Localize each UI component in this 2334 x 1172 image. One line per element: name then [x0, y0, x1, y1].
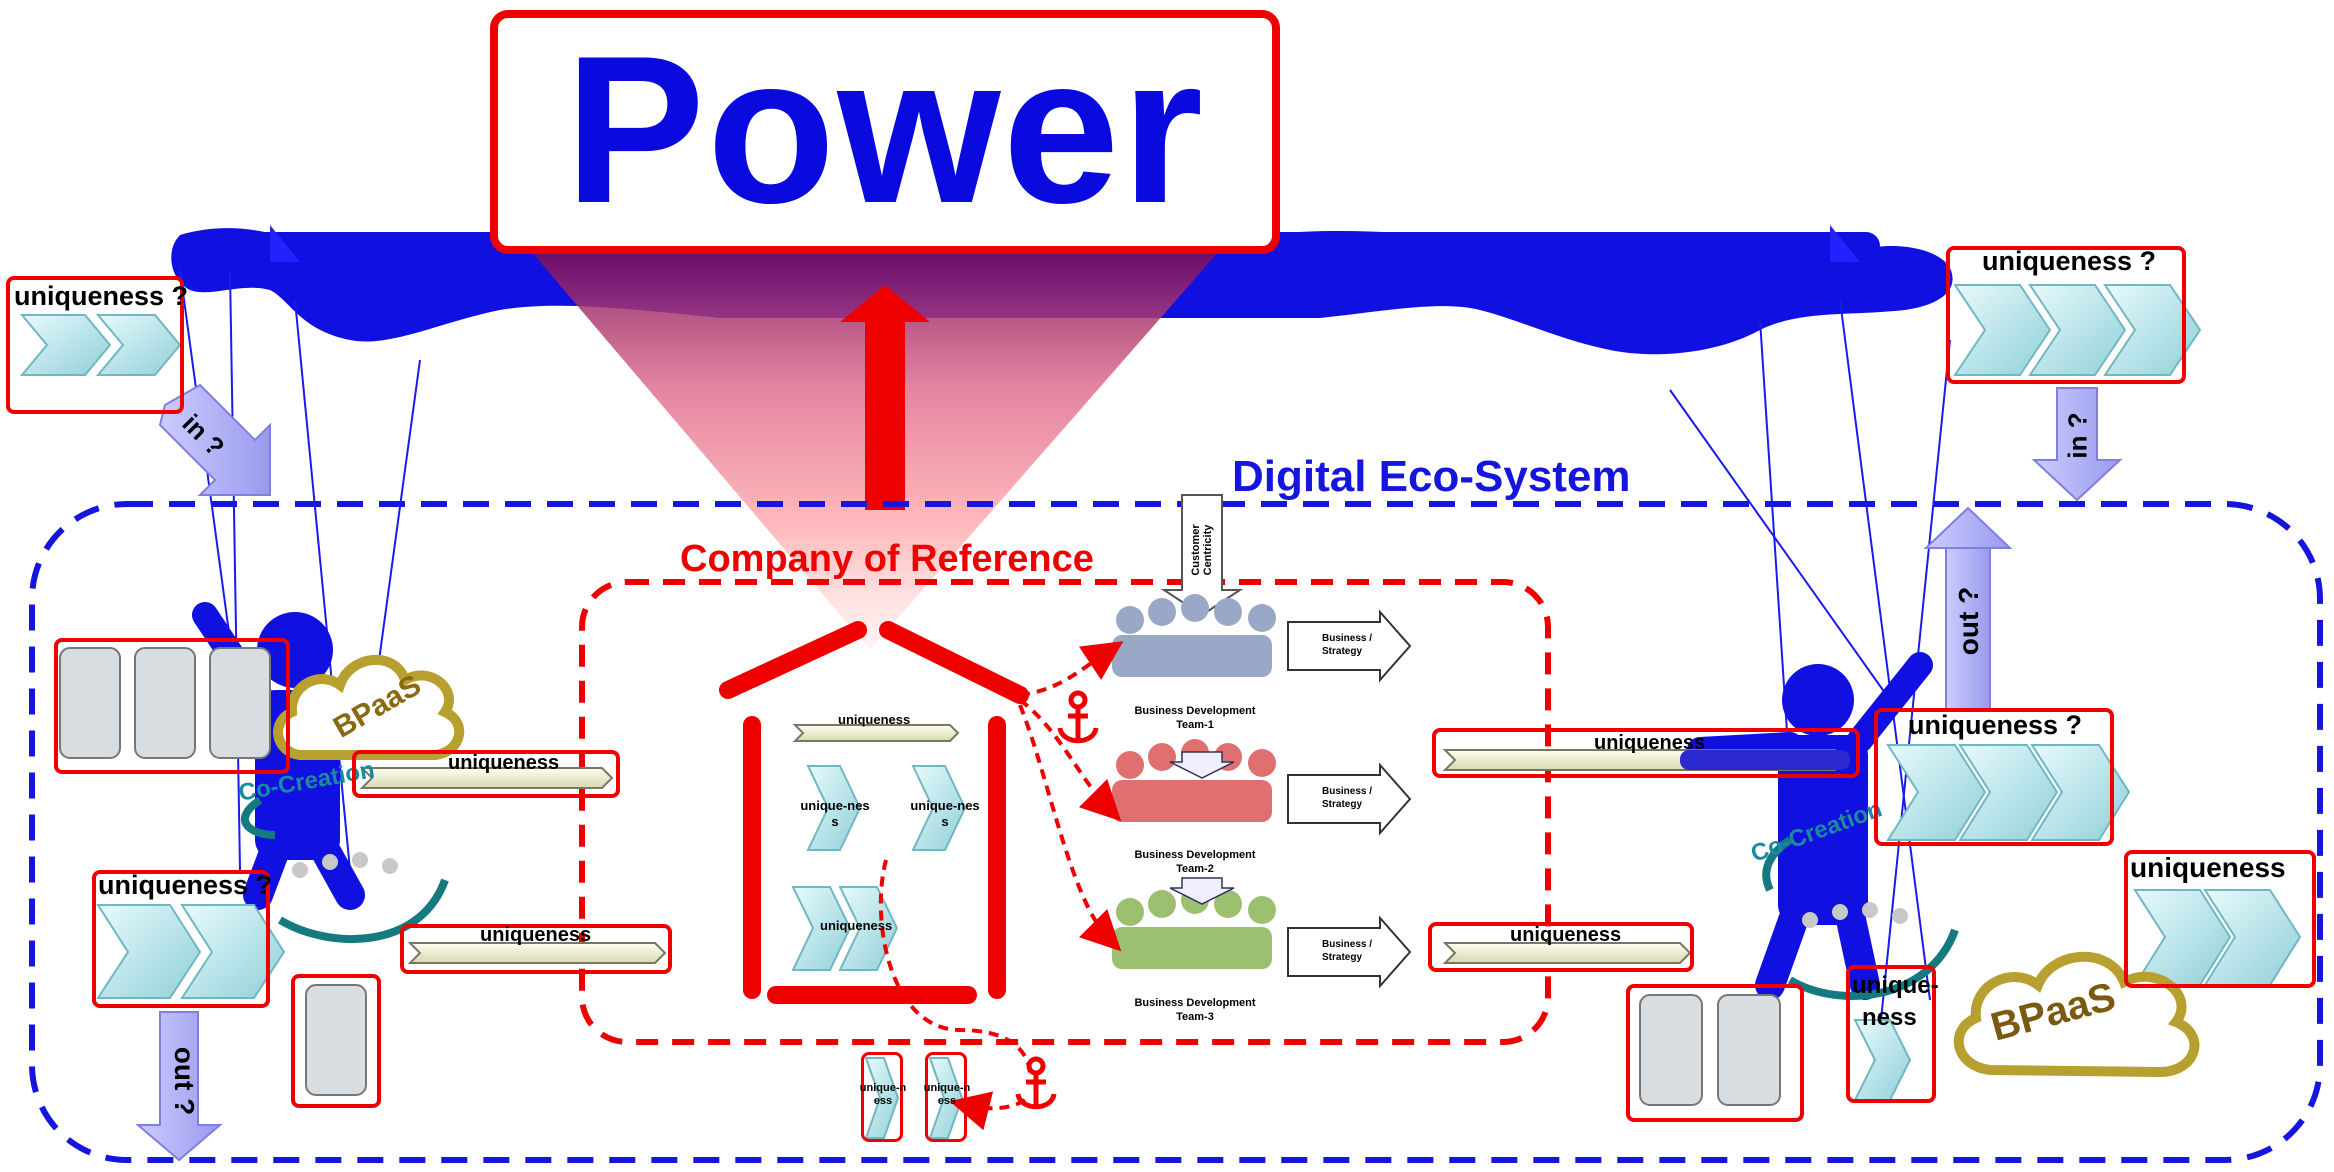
robot-box-bottom-left: [291, 974, 381, 1108]
business-strategy-arrows: [1287, 609, 1412, 989]
uniqueness-bar-box-left-2: [400, 924, 672, 974]
co-creation-curves: [241, 796, 1959, 1000]
in-arrow-left: [158, 383, 271, 496]
ecosystem-boundary: [29, 501, 2323, 1163]
uniqueness-bar-label-left-1: uniqueness: [448, 752, 560, 774]
uniqueness-box-mid-left: [92, 870, 270, 1008]
uniqueness-bar-box-left-1: [352, 750, 620, 798]
unique-ness-box-bottom-1: [861, 1052, 903, 1142]
chevrons-house: [791, 765, 967, 971]
team-3-label: Business Development Team-3: [1134, 997, 1256, 1023]
house-unique-ness-1: unique-ness: [800, 798, 870, 829]
house-unique-ness-2: unique-ness: [910, 798, 980, 829]
uniqueness-box-mid-right: [1874, 708, 2114, 846]
unique-ness-bottom-2: unique-ness: [923, 1082, 971, 1107]
bpaas-cloud-left: [273, 654, 465, 760]
company-boundary: [579, 579, 1551, 1045]
team-1-label: Business Development Team-1: [1134, 705, 1256, 731]
house-uniqueness-3: uniqueness: [820, 918, 893, 933]
business-strategy-label-2: Business / Strategy: [1322, 786, 1373, 810]
house-icon: [719, 621, 1029, 1004]
uniqueness-q-top-left: uniqueness ?: [14, 281, 189, 311]
uniqueness-far-right: uniqueness: [2130, 852, 2286, 883]
power-title: Power: [564, 12, 1206, 247]
chevrons-top-right: [1953, 284, 2202, 376]
robot-icons-left: [59, 647, 367, 1096]
uniqueness-bar-box-right-2: [1428, 922, 1694, 972]
in-arrow-right: [2031, 387, 2123, 502]
uniqueness-box-top-right: [1946, 246, 2186, 384]
puppet-figure-right: [1687, 652, 1933, 1000]
ness-label-bottom-right: ness: [1862, 1004, 1917, 1031]
chevrons-far-right: [2133, 889, 2302, 986]
out-label-right: out ?: [1953, 586, 1985, 656]
uniqueness-q-mid-right: uniqueness ?: [1908, 710, 2083, 740]
uniqueness-box-far-right: [2124, 850, 2316, 988]
uniqueness-bar-label-house: uniqueness: [838, 712, 911, 727]
chevrons-mid-right: [1886, 744, 2131, 841]
power-up-arrow: [840, 285, 930, 510]
business-strategy-label-1: Business / Strategy: [1322, 633, 1373, 657]
business-strategy-label-3: Business / Strategy: [1322, 939, 1373, 963]
uniqueness-q-mid-left: uniqueness ?: [98, 870, 273, 900]
ecosystem-label: Digital Eco-System: [1232, 452, 1631, 501]
company-label: Company of Reference: [680, 538, 1094, 580]
out-label-left: out ?: [169, 1046, 201, 1116]
team-link-arrows: [1169, 751, 1235, 905]
team-1-people: [1112, 594, 1276, 677]
team-2-people: [1112, 739, 1276, 822]
robots-box-right: [1626, 984, 1804, 1122]
unique-label-bottom-right: unique-: [1852, 972, 1939, 999]
power-box: [490, 10, 1280, 254]
anchor-icon-lower: [1015, 1056, 1057, 1110]
uniqueness-bar-label-right-1: uniqueness: [1594, 732, 1706, 754]
anchor-icon-upper: [1057, 690, 1099, 744]
chevrons-mid-left: [96, 904, 286, 999]
customer-centricity-label: Customer Centricity: [1190, 524, 1214, 576]
unique-ness-box-bottom-right: [1846, 965, 1936, 1103]
unique-ness-bottom-1: unique-ness: [859, 1082, 907, 1107]
uniqueness-bar-label-left-2: uniqueness: [480, 924, 592, 946]
out-arrow-right: [1923, 506, 2013, 711]
uniqueness-q-top-right: uniqueness ?: [1982, 246, 2157, 276]
team-2-label: Business Development Team-2: [1134, 849, 1256, 875]
out-arrow-left: [135, 1011, 223, 1162]
robot-icons-right: [1639, 994, 1781, 1106]
uniqueness-box-top-left: [6, 276, 184, 414]
right-puppet-arm-overlay: [1680, 750, 1850, 770]
uniqueness-bar-box-right-1: [1432, 728, 1860, 778]
robots-box-left: [54, 638, 290, 774]
co-creation-people: [292, 852, 1908, 928]
dashed-arrows: [878, 641, 1124, 1131]
chevrons-top-left: [19, 314, 182, 376]
unique-ness-box-bottom-2: [925, 1052, 967, 1142]
uniqueness-bar-label-right-2: uniqueness: [1510, 924, 1622, 946]
in-label-right: in ?: [2062, 412, 2093, 459]
